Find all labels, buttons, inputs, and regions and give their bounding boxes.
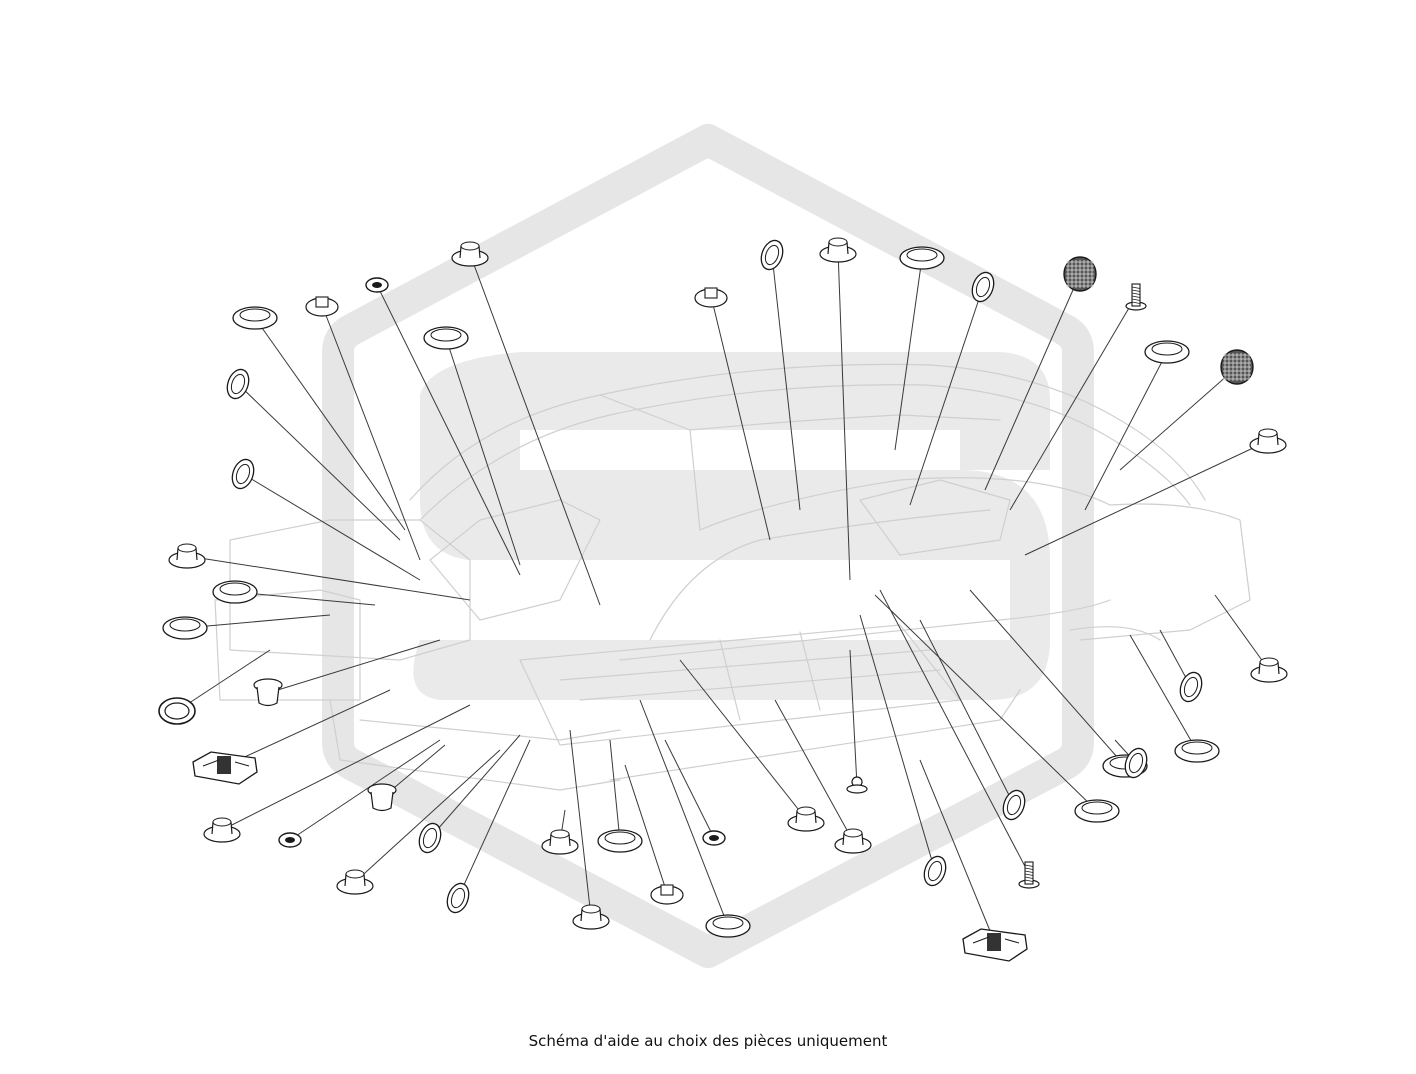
screw-icon[interactable] xyxy=(1018,861,1040,889)
leader-line xyxy=(321,304,421,561)
leader-line xyxy=(457,739,531,899)
push-clip-icon[interactable] xyxy=(305,296,339,317)
bracket-clip-icon[interactable] xyxy=(962,928,1028,962)
washer-plug-icon[interactable] xyxy=(336,869,374,895)
leader-line xyxy=(237,383,401,541)
washer-plug-icon[interactable] xyxy=(1250,657,1288,683)
washer-plug-icon[interactable] xyxy=(819,237,857,263)
leader-line xyxy=(909,286,984,506)
oval-plug-icon[interactable] xyxy=(705,914,751,938)
leader-line xyxy=(1084,351,1168,511)
leader-lines xyxy=(176,249,1270,944)
oval-plug-icon[interactable] xyxy=(232,306,278,330)
leader-line xyxy=(837,249,851,581)
leader-line xyxy=(186,555,471,601)
grommet-icon[interactable] xyxy=(702,830,726,846)
leader-line xyxy=(267,639,441,694)
brand-logo-watermark-icon xyxy=(322,124,1094,968)
leader-line xyxy=(445,337,521,566)
washer-plug-icon[interactable] xyxy=(168,543,206,569)
round-clip-icon[interactable] xyxy=(415,820,444,855)
round-clip-icon[interactable] xyxy=(968,269,997,304)
leader-line xyxy=(624,764,668,894)
leader-line xyxy=(879,589,1030,875)
leader-line xyxy=(569,729,592,918)
washer-plug-icon[interactable] xyxy=(203,817,241,843)
screw-icon[interactable] xyxy=(1125,283,1147,311)
ring-plug-icon[interactable] xyxy=(158,697,196,725)
leader-line xyxy=(774,699,854,842)
push-clip-icon[interactable] xyxy=(694,287,728,308)
oval-plug-icon[interactable] xyxy=(1074,799,1120,823)
leader-line xyxy=(429,734,521,839)
leader-line xyxy=(221,704,471,831)
leader-line xyxy=(849,649,858,787)
round-clip-icon[interactable] xyxy=(920,853,949,888)
mesh-plug-icon[interactable] xyxy=(1220,349,1254,385)
leader-line xyxy=(639,699,729,927)
push-clip-icon[interactable] xyxy=(650,884,684,905)
mesh-plug-icon[interactable] xyxy=(1063,256,1097,292)
leader-line xyxy=(469,253,601,606)
diagram-caption: Schéma d'aide au choix des pièces unique… xyxy=(528,1032,888,1050)
washer-plug-icon[interactable] xyxy=(572,904,610,930)
leader-line xyxy=(874,594,1098,812)
washer-plug-icon[interactable] xyxy=(451,241,489,267)
round-clip-icon[interactable] xyxy=(228,456,257,491)
tall-plug-icon[interactable] xyxy=(253,678,283,707)
leader-line xyxy=(1214,594,1270,671)
washer-plug-icon[interactable] xyxy=(834,828,872,854)
washer-plug-icon[interactable] xyxy=(787,806,825,832)
leader-line xyxy=(289,739,441,841)
leader-line xyxy=(1129,634,1198,752)
leader-line xyxy=(919,759,996,944)
tall-plug-icon[interactable] xyxy=(367,783,397,812)
oval-plug-icon[interactable] xyxy=(1174,739,1220,763)
oval-plug-icon[interactable] xyxy=(597,829,643,853)
oval-plug-icon[interactable] xyxy=(1144,340,1190,364)
pin-icon[interactable] xyxy=(846,776,868,794)
part-icons[interactable] xyxy=(158,237,1288,962)
round-clip-icon[interactable] xyxy=(1121,745,1150,780)
leader-line xyxy=(176,649,271,712)
leader-line xyxy=(1119,366,1238,471)
leader-line xyxy=(254,317,406,531)
leader-line xyxy=(354,749,501,883)
leader-line xyxy=(664,739,715,839)
leader-line xyxy=(1009,295,1137,511)
round-clip-icon[interactable] xyxy=(223,366,252,401)
oval-plug-icon[interactable] xyxy=(899,246,945,270)
washer-plug-icon[interactable] xyxy=(541,829,579,855)
oval-plug-icon[interactable] xyxy=(423,326,469,350)
round-clip-icon[interactable] xyxy=(999,787,1028,822)
leader-line xyxy=(919,619,1015,806)
leader-line xyxy=(984,273,1081,491)
small-grommet-icon[interactable] xyxy=(278,832,302,848)
leader-line xyxy=(1024,440,1269,556)
leader-line xyxy=(969,589,1126,767)
leader-line xyxy=(679,659,807,820)
bracket-clip-icon[interactable] xyxy=(192,751,258,785)
round-clip-icon[interactable] xyxy=(757,237,786,272)
leader-line xyxy=(224,689,391,767)
leader-line xyxy=(234,591,376,606)
leader-line xyxy=(859,614,936,872)
leader-line xyxy=(609,739,621,842)
leader-line xyxy=(894,257,923,451)
leader-line xyxy=(184,614,331,629)
leader-line xyxy=(771,254,801,511)
oval-plug-icon[interactable] xyxy=(212,580,258,604)
round-clip-icon[interactable] xyxy=(1176,669,1205,704)
oval-plug-icon[interactable] xyxy=(162,616,208,640)
grommet-icon[interactable] xyxy=(365,277,389,293)
washer-plug-icon[interactable] xyxy=(1249,428,1287,454)
round-clip-icon[interactable] xyxy=(443,880,472,915)
leader-line xyxy=(242,473,421,581)
leader-line xyxy=(710,295,771,541)
leader-line xyxy=(376,284,521,576)
